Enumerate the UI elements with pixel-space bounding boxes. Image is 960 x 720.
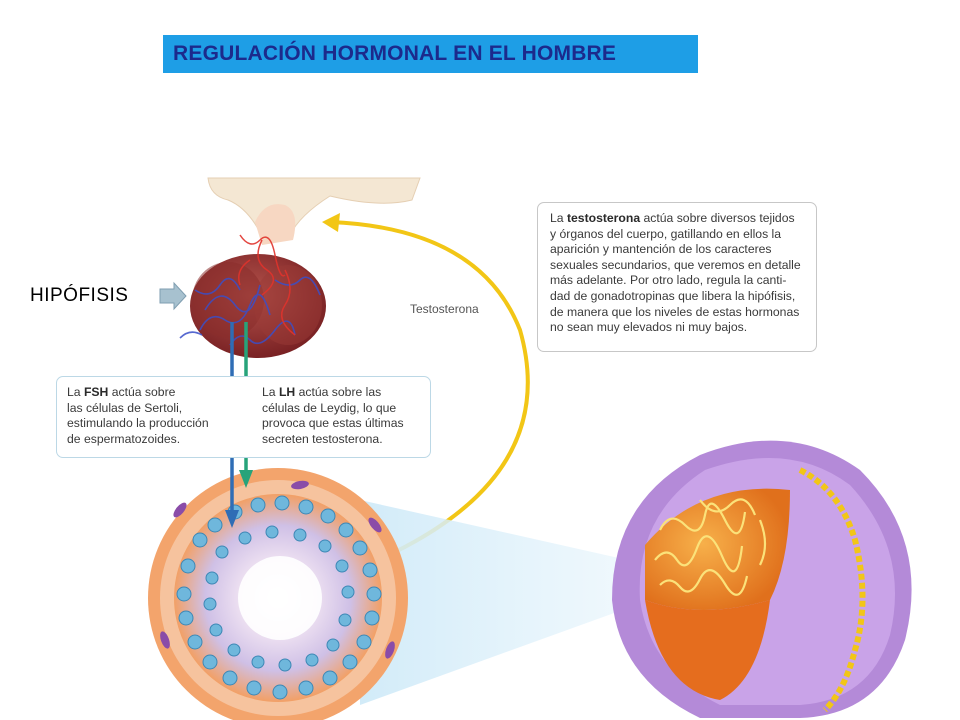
fsh-note-hormone: FSH	[83, 385, 109, 399]
testosterone-note-hormone: testosterona	[566, 211, 641, 225]
lh-note-hormone: LH	[278, 385, 296, 399]
lh-note-text: actúa sobre las células de Leydig, lo qu…	[262, 385, 404, 446]
testosterone-note-box: La testosterona actúa sobre diversos tej…	[537, 202, 817, 352]
hipofisis-pointer-arrow	[159, 281, 187, 311]
testosterone-note-prefix: La	[550, 211, 567, 225]
zoom-beam	[360, 500, 650, 705]
hypothalamus-illustration	[207, 177, 421, 245]
fsh-note-prefix: La	[67, 385, 84, 399]
title-bar: REGULACIÓN HORMONAL EN EL HOMBRE	[163, 35, 698, 73]
testis-illustration	[612, 440, 912, 718]
testosterone-note-text: actúa sobre diversos tejidos y órganos d…	[550, 211, 801, 335]
lh-note: La LH actúa sobre las células de Leydig,…	[262, 385, 427, 447]
fsh-note-text: actúa sobre las células de Sertoli, esti…	[67, 385, 209, 446]
testosterone-feedback-arrow	[322, 213, 530, 554]
pituitary-gland-illustration	[179, 234, 326, 358]
testosterone-note: La testosterona actúa sobre diversos tej…	[550, 211, 808, 336]
testosterone-arrow-label: Testosterona	[410, 302, 479, 316]
fsh-lh-note-box: La FSH actúa sobre las células de Sertol…	[56, 376, 431, 458]
lh-note-prefix: La	[262, 385, 279, 399]
hipofisis-label: HIPÓFISIS	[30, 285, 129, 306]
page-title: REGULACIÓN HORMONAL EN EL HOMBRE	[173, 42, 617, 65]
seminiferous-tubule-illustration	[148, 468, 408, 720]
fsh-note: La FSH actúa sobre las células de Sertol…	[67, 385, 239, 447]
